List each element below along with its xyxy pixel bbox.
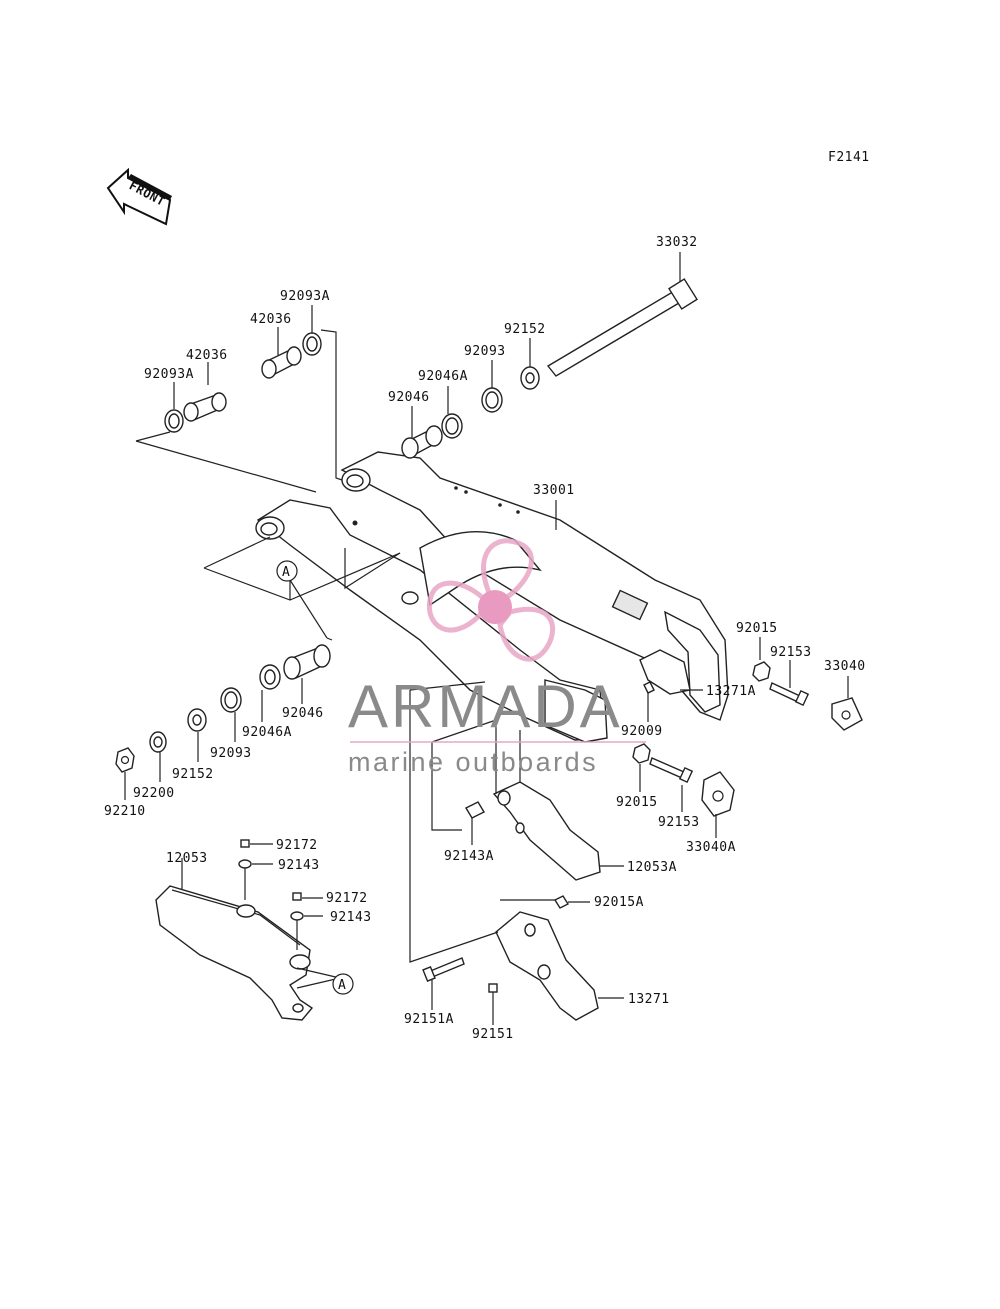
- label-13271a: 13271A: [706, 684, 756, 699]
- label-92093a-top: 92093A: [280, 289, 330, 304]
- label-92009: 92009: [621, 724, 663, 739]
- label-12053a: 12053A: [627, 860, 677, 875]
- label-92015-right: 92015: [736, 621, 778, 636]
- label-92153-mid: 92153: [658, 815, 700, 830]
- callout-a-top: [276, 560, 298, 582]
- label-92210: 92210: [104, 804, 146, 819]
- rear-axle: [546, 252, 698, 377]
- label-33040: 33040: [824, 659, 866, 674]
- part-labels: 33032 92093A 42036 42036 92093A 92152 92…: [104, 235, 866, 1042]
- propeller-logo-icon: [426, 538, 555, 662]
- axle-adjuster-parts: [632, 637, 863, 838]
- callout-a-bottom: [332, 973, 354, 995]
- label-92046-bottom: 92046: [282, 706, 324, 721]
- pivot-bearings-right: [401, 338, 540, 459]
- callout-a-top-letter: A: [282, 565, 290, 580]
- chain-guide-13271: [422, 895, 624, 1025]
- label-92093a-left: 92093A: [144, 367, 194, 382]
- label-92153-right: 92153: [770, 645, 812, 660]
- label-42036-left: 42036: [186, 348, 228, 363]
- label-92046-top: 92046: [388, 390, 430, 405]
- label-92152-bottom: 92152: [172, 767, 214, 782]
- label-92172-a: 92172: [276, 838, 318, 853]
- pivot-bushings-upper: [164, 305, 322, 433]
- label-92143-b: 92143: [330, 910, 372, 925]
- label-92143-a: 92143: [278, 858, 320, 873]
- armada-watermark: ARMADA marine outboards: [348, 538, 646, 777]
- label-92143a: 92143A: [444, 849, 494, 864]
- label-13271: 13271: [628, 992, 670, 1007]
- label-92015-mid: 92015: [616, 795, 658, 810]
- label-92200: 92200: [133, 786, 175, 801]
- label-92152-top: 92152: [504, 322, 546, 337]
- callout-a-bottom-letter: A: [338, 978, 346, 993]
- label-33040a: 33040A: [686, 840, 736, 855]
- chain-slider-12053: [155, 839, 341, 1021]
- label-92151a: 92151A: [404, 1012, 454, 1027]
- watermark-brand: ARMADA: [348, 673, 623, 740]
- label-92093-bottom: 92093: [210, 746, 252, 761]
- label-92093-top: 92093: [464, 344, 506, 359]
- label-92046a-bottom: 92046A: [242, 725, 292, 740]
- watermark-tagline: marine outboards: [348, 747, 598, 777]
- label-92015a: 92015A: [594, 895, 644, 910]
- label-12053: 12053: [166, 851, 208, 866]
- label-92046a-top: 92046A: [418, 369, 468, 384]
- label-33001: 33001: [533, 483, 575, 498]
- label-92172-b: 92172: [326, 891, 368, 906]
- front-arrow-icon: FRONT: [106, 167, 172, 226]
- chain-guide-12053a: [465, 781, 624, 881]
- figure-code: F2141: [828, 150, 870, 165]
- pivot-parts-lower: [115, 644, 331, 800]
- label-92151: 92151: [472, 1027, 514, 1042]
- label-42036-top: 42036: [250, 312, 292, 327]
- label-33032: 33032: [656, 235, 698, 250]
